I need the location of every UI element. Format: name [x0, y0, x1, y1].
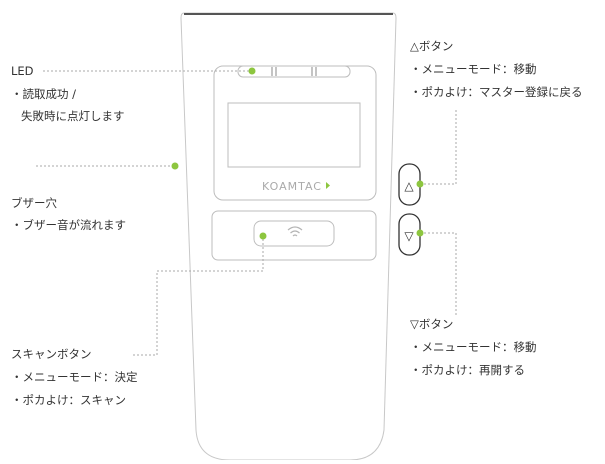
scan-leader-line [133, 236, 264, 356]
up-callout-title: △ボタン [410, 39, 454, 53]
up-leader-line [420, 110, 457, 185]
led-callout-line: 失敗時に点灯します [21, 109, 125, 123]
buzzer-callout-line: ・ブザー音が流れます [11, 218, 126, 232]
led-dot [248, 67, 256, 75]
led-window [237, 65, 351, 78]
wifi-icon [287, 226, 303, 237]
buzzer-dot [171, 162, 179, 170]
led-callout-title: LED [11, 64, 34, 78]
down-button-symbol: ▽ [404, 229, 414, 243]
brand-arrow-icon [326, 182, 330, 189]
up-callout-line: ・ポカよけ：マスター登録に戻る [410, 85, 583, 99]
scan-callout-title: スキャンボタン [11, 347, 92, 361]
up-callout-line: ・メニューモード：移動 [410, 62, 537, 76]
buzzer-callout-title: ブザー穴 [11, 196, 57, 210]
scan-callout-line: ・メニューモード：決定 [11, 370, 138, 384]
up-dot [416, 180, 424, 188]
screen [227, 102, 361, 168]
down-dot [416, 229, 424, 237]
scan-callout-line: ・ポカよけ：スキャン [11, 393, 126, 407]
scan-dot [259, 232, 267, 240]
scan-button[interactable] [253, 220, 335, 247]
down-callout-line: ・メニューモード：移動 [410, 340, 537, 354]
up-button-symbol: △ [404, 179, 414, 193]
down-leader-line [420, 232, 457, 315]
down-callout-line: ・ポカよけ：再開する [410, 363, 525, 377]
led-callout-line: ・読取成功 / [11, 87, 77, 101]
brand-logo: KOAMTAC [262, 180, 322, 193]
down-callout-title: ▽ボタン [410, 317, 454, 331]
